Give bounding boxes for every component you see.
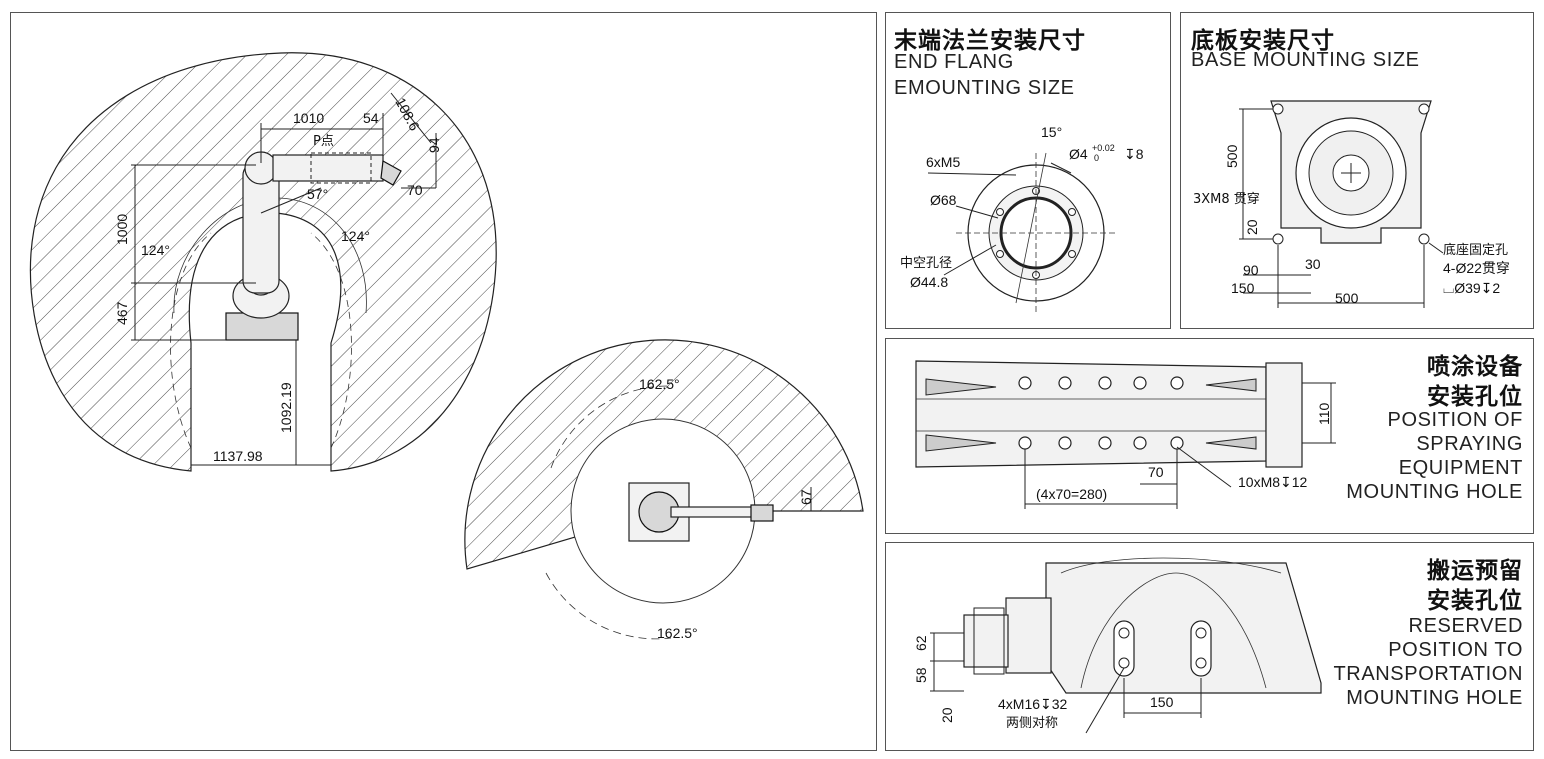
transport-diagram: 62 58 20 4xM16↧32 两侧对称 150 xyxy=(913,557,1322,734)
dim-1000: 1000 xyxy=(114,214,130,245)
spray-dim-280: (4x70=280) xyxy=(1036,486,1107,502)
transport-holes-panel: 搬运预留 安装孔位 RESERVED POSITION TO TRANSPORT… xyxy=(885,542,1534,751)
spray-title-en-3: EQUIPMENT xyxy=(1398,457,1523,479)
robot-side-view xyxy=(225,151,402,341)
transport-title-cn-1: 搬运预留 xyxy=(1427,558,1523,584)
transport-title-en-1: RESERVED xyxy=(1408,615,1523,637)
base-dim-20: 20 xyxy=(1244,219,1260,235)
top-arc-dash xyxy=(550,385,672,469)
dim-54: 54 xyxy=(363,110,379,126)
base-dim-500-v: 500 xyxy=(1224,144,1240,168)
transport-m16-label: 4xM16↧32 xyxy=(998,696,1068,712)
spray-title-en-1: POSITION OF xyxy=(1387,409,1523,431)
flange-m5-label: 6xM5 xyxy=(926,154,960,170)
flange-pin-depth: ↧8 xyxy=(1124,146,1144,162)
spray-dim-110: 110 xyxy=(1316,402,1332,425)
angle-162-5-top: 162.5° xyxy=(639,376,680,392)
spray-title-cn-1: 喷涂设备 xyxy=(1427,354,1523,380)
spray-title-cn-2: 安装孔位 xyxy=(1427,384,1523,410)
transport-dim-150: 150 xyxy=(1150,694,1174,710)
transport-dim-20: 20 xyxy=(939,707,955,723)
flange-d44-label: Ø44.8 xyxy=(910,274,948,290)
transport-title-cn-2: 安装孔位 xyxy=(1427,588,1523,614)
flange-angle-15: 15° xyxy=(1041,124,1062,140)
angle-162-5-bottom: 162.5° xyxy=(657,625,698,641)
base-dim-90: 90 xyxy=(1243,262,1259,278)
base-m8-label: 3XM8 贯穿 xyxy=(1193,191,1260,207)
dim-1010: 1010 xyxy=(293,110,324,126)
spray-diagram: 110 70 10xM8↧12 (4x70=280) xyxy=(915,360,1336,509)
angle-124-left: 124° xyxy=(141,242,170,258)
inner-reach-dashed xyxy=(170,232,352,449)
base-diagram: 500 3XM8 贯穿 20 30 90 150 500 底座固定孔 4-Ø22… xyxy=(1193,100,1510,308)
base-dim-500-h: 500 xyxy=(1335,290,1359,306)
base-dim-150: 150 xyxy=(1231,280,1255,296)
flange-title-en-2: EMOUNTING SIZE xyxy=(894,77,1075,99)
flange-hollow-label: 中空孔径 xyxy=(900,256,952,271)
transport-dim-58: 58 xyxy=(913,667,929,683)
end-flange-panel: 末端法兰安装尺寸 END FLANG EMOUNTING SIZE 15° Ø4… xyxy=(885,12,1171,329)
dim-1092-19: 1092.19 xyxy=(278,382,294,433)
spray-equipment-panel: 喷涂设备 安装孔位 POSITION OF SPRAYING EQUIPMENT… xyxy=(885,338,1534,534)
transport-sym-label: 两侧对称 xyxy=(1006,716,1058,731)
transport-title-en-4: MOUNTING HOLE xyxy=(1346,687,1523,709)
spray-title-en-2: SPRAYING xyxy=(1416,433,1523,455)
spray-title-en-4: MOUNTING HOLE xyxy=(1346,481,1523,503)
flange-diagram: 15° Ø4 +0.02 0 ↧8 6xM5 Ø68 中空孔径 Ø44.8 xyxy=(900,124,1144,313)
side-dimensions xyxy=(131,92,437,466)
p-point-label: P点 xyxy=(313,134,334,149)
dim-67: 67 xyxy=(798,489,814,505)
dim-70: 70 xyxy=(407,182,423,198)
transport-dim-62: 62 xyxy=(913,635,929,651)
base-fix-label: 底座固定孔 xyxy=(1443,242,1508,258)
transport-title-en-2: POSITION TO xyxy=(1388,639,1523,661)
base-dim-30: 30 xyxy=(1305,256,1321,272)
bottom-arc-dash xyxy=(545,572,672,640)
flange-pin-tol: +0.02 xyxy=(1092,143,1115,153)
workspace-diagram-panel: 1010 54 108.6 94 70 P点 57° 1000 124° 124… xyxy=(10,12,877,751)
base-fix-counterbore: ⌴Ø39↧2 xyxy=(1443,280,1500,296)
spray-dim-70: 70 xyxy=(1148,464,1164,480)
dim-1137-98: 1137.98 xyxy=(213,448,263,464)
base-mounting-panel: 底板安装尺寸 BASE MOUNTING SIZE 500 3XM8 贯穿 20… xyxy=(1180,12,1534,329)
flange-pin-dia: Ø4 xyxy=(1069,146,1088,162)
workspace-diagram: 1010 54 108.6 94 70 P点 57° 1000 124° 124… xyxy=(29,52,864,641)
robot-top-view xyxy=(628,482,774,542)
dim-94: 94 xyxy=(426,137,442,153)
base-title-en: BASE MOUNTING SIZE xyxy=(1191,49,1420,71)
flange-title-cn: 末端法兰安装尺寸 xyxy=(894,28,1086,54)
flange-d68-label: Ø68 xyxy=(930,192,957,208)
spray-m8-label: 10xM8↧12 xyxy=(1238,474,1308,490)
transport-title-en-3: TRANSPORTATION xyxy=(1333,663,1523,685)
flange-title-en-1: END FLANG xyxy=(894,51,1014,73)
angle-57: 57° xyxy=(307,186,328,202)
base-fix-holes: 4-Ø22贯穿 xyxy=(1443,260,1510,276)
dim-467: 467 xyxy=(114,301,130,325)
base-title-cn: 底板安装尺寸 xyxy=(1191,28,1335,54)
angle-124-right: 124° xyxy=(341,228,370,244)
flange-pin-tol-0: 0 xyxy=(1094,153,1099,163)
